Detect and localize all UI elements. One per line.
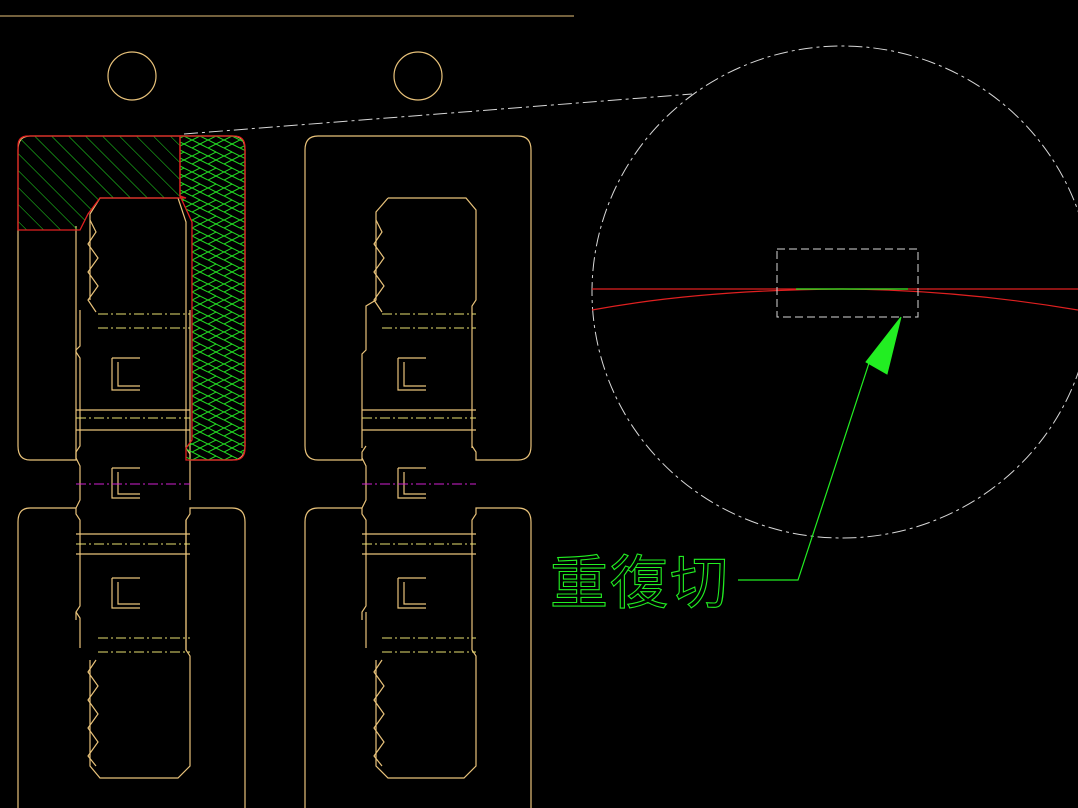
right-marker-3 (397, 577, 426, 609)
detail-leader-line (183, 93, 693, 135)
hatch-region-diagonal[interactable] (17, 135, 187, 231)
hatch-region-herringbone[interactable] (179, 135, 246, 461)
right-center-lines (362, 313, 476, 653)
detail-cut-lines (591, 288, 1078, 311)
right-marker-1 (397, 357, 426, 391)
circle-hole-icon[interactable] (393, 51, 443, 101)
arrow-head-icon (865, 316, 902, 375)
right-lower-block (304, 507, 532, 808)
left-thread-lower (87, 659, 99, 767)
right-upper-block (304, 135, 532, 461)
right-thread-upper (373, 219, 385, 313)
right-marker-2 (397, 467, 426, 499)
left-marker-3 (111, 577, 140, 609)
left-center-lines (76, 313, 190, 653)
annotation-label[interactable]: 重復切 (549, 548, 730, 617)
right-core (361, 197, 477, 448)
overlap-zone-box[interactable] (776, 248, 919, 318)
right-part-view[interactable] (304, 135, 532, 808)
left-marker-1 (111, 357, 140, 391)
detail-circle[interactable] (591, 45, 1078, 539)
left-marker-2 (111, 467, 140, 499)
right-thread-lower (373, 659, 385, 767)
callout-leader (738, 359, 871, 581)
circle-hole-icon[interactable] (107, 51, 157, 101)
left-lower-block (17, 507, 246, 808)
left-thread-upper (87, 219, 99, 313)
left-middle-sleeve (75, 310, 191, 650)
